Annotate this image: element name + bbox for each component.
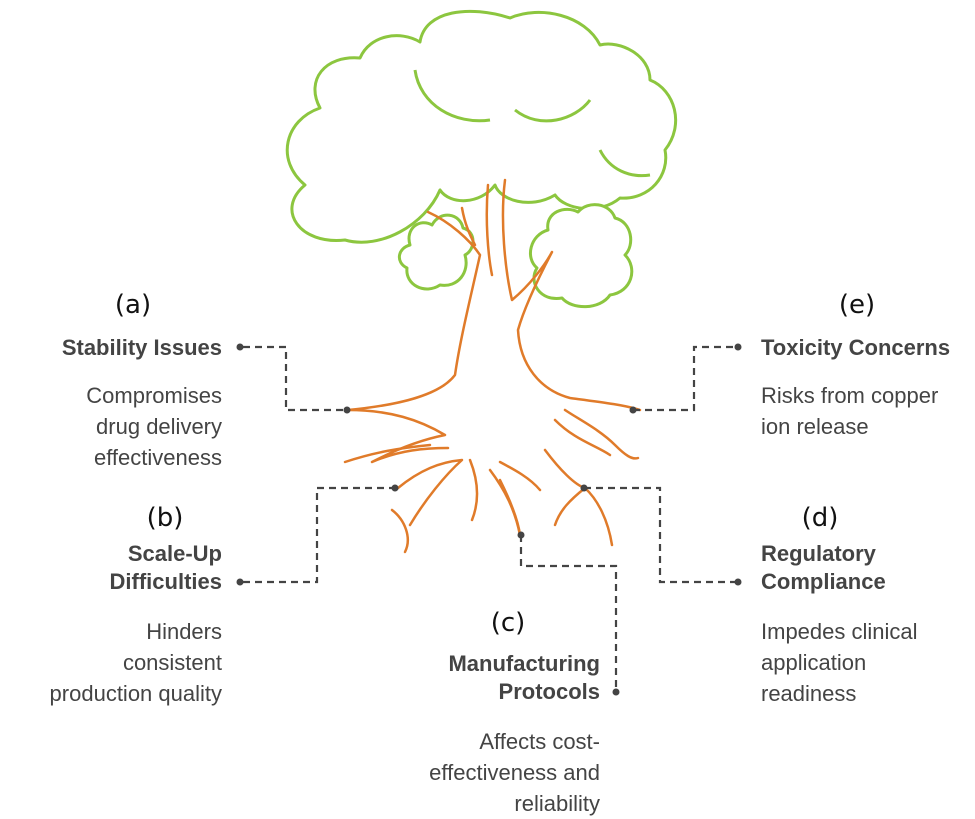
dot-c-tree (517, 531, 525, 539)
title-line: Difficulties (109, 569, 222, 594)
label-letter-c: (c) (490, 608, 526, 638)
connector-c (519, 535, 618, 690)
desc-line: effectiveness and (429, 760, 600, 785)
label-letter-b: (b) (146, 503, 184, 533)
root-center (468, 458, 542, 537)
canopy-left-cluster (398, 213, 475, 291)
connectors (243, 345, 735, 690)
root-left-lower (343, 443, 464, 554)
title-manufacturing-protocols: Manufacturing Protocols (380, 650, 600, 706)
title-line: Protocols (498, 679, 600, 704)
canopy-inner-lobe (413, 69, 651, 178)
connector-d (584, 486, 735, 584)
desc-line: Affects cost- (479, 729, 600, 754)
dot-d-tree (580, 484, 588, 492)
connector-dots (236, 343, 742, 696)
label-letter-a: (a) (114, 290, 152, 320)
title-line: Regulatory (761, 541, 876, 566)
desc-line: Compromises (86, 383, 222, 408)
desc-line: Hinders (146, 619, 222, 644)
desc-regulatory-compliance: Impedes clinical application readiness (761, 616, 973, 709)
dot-c-label (612, 688, 620, 696)
dot-b-tree (391, 484, 399, 492)
connector-e (633, 345, 735, 412)
desc-line: consistent (122, 650, 222, 675)
root-left-upper (346, 408, 450, 464)
desc-stability-issues: Compromises drug delivery effectiveness (10, 380, 222, 473)
connector-b (243, 486, 395, 584)
dot-b-label (236, 578, 244, 586)
desc-line: effectiveness (93, 445, 222, 470)
dot-d-label (734, 578, 742, 586)
desc-scale-up-difficulties: Hinders consistent production quality (10, 616, 222, 709)
title-line: Compliance (761, 569, 886, 594)
dot-a-label (236, 343, 244, 351)
title-scale-up-difficulties: Scale-Up Difficulties (10, 540, 222, 596)
desc-line: application (761, 650, 867, 675)
trunk-inner-branch (460, 183, 494, 277)
trunk-outline-right (501, 178, 642, 412)
root-right (543, 408, 640, 547)
desc-line: ion release (761, 414, 869, 439)
title-line: Manufacturing (448, 651, 600, 676)
title-toxicity-concerns: Toxicity Concerns (761, 335, 951, 360)
label-letter-d: (d) (801, 503, 839, 533)
dot-e-label (734, 343, 742, 351)
canopy-right-cluster (528, 203, 634, 309)
tree-trunk-roots (343, 178, 642, 554)
desc-line: reliability (514, 791, 600, 816)
title-stability-issues: Stability Issues (61, 335, 222, 360)
label-letter-e: (e) (838, 290, 876, 320)
dot-a-tree (343, 406, 351, 414)
desc-line: drug delivery (96, 414, 222, 439)
trunk-outline-left (346, 210, 482, 412)
canopy-main-cloud (285, 9, 678, 244)
tree-canopy (285, 9, 678, 309)
desc-manufacturing-protocols: Affects cost- effectiveness and reliabil… (380, 726, 600, 819)
desc-line: Impedes clinical (761, 619, 918, 644)
desc-line: readiness (761, 681, 857, 706)
root-right-lower (498, 478, 587, 537)
desc-line: production quality (49, 681, 222, 706)
desc-toxicity-concerns: Risks from copper ion release (761, 380, 973, 442)
title-regulatory-compliance: Regulatory Compliance (761, 540, 973, 596)
connector-a (243, 345, 347, 412)
desc-line: Risks from copper (761, 383, 939, 408)
title-line: Scale-Up (127, 541, 222, 566)
dot-e-tree (629, 406, 637, 414)
